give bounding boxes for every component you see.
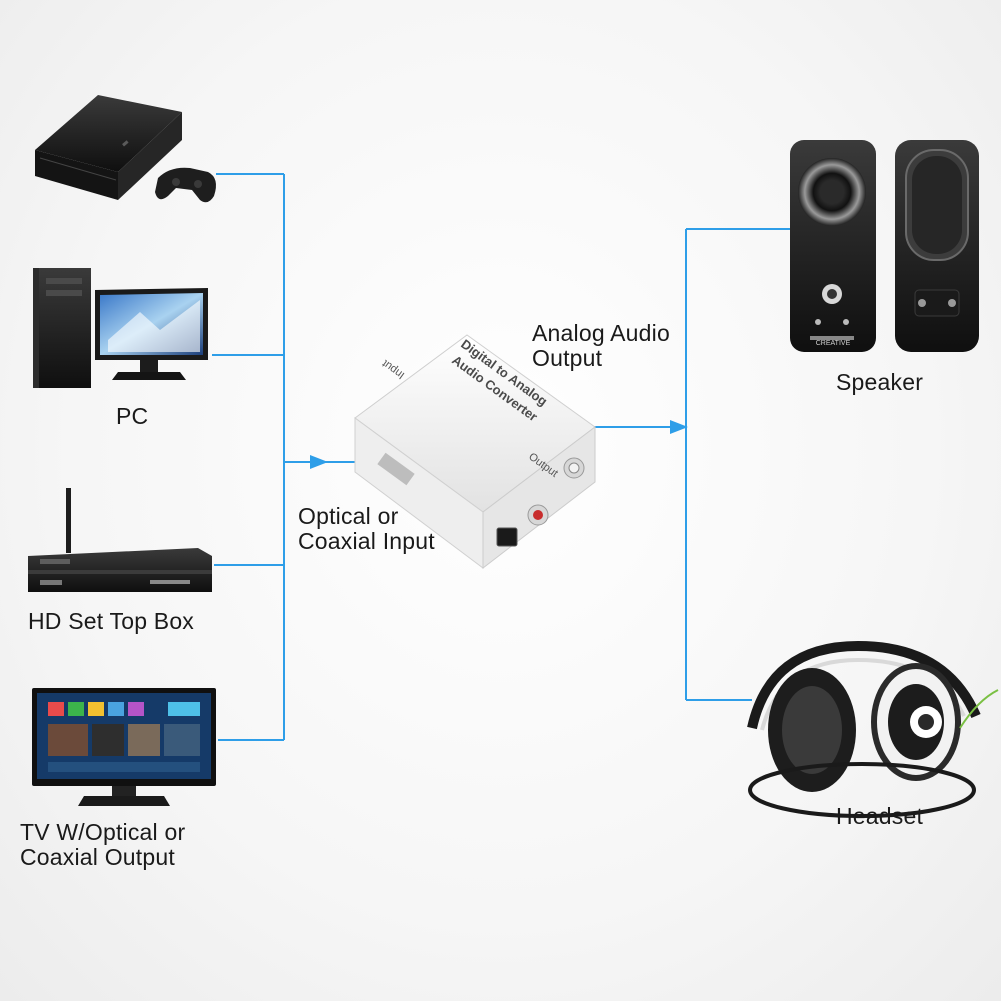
game-console-icon [35, 95, 182, 200]
converter-input-label: Input [380, 357, 407, 381]
speaker-label: Speaker [836, 370, 923, 395]
headset-label-line: Headset [836, 803, 924, 829]
input-type-label-line-2: Coaxial Input [298, 528, 435, 554]
input-type-label-line-1: Optical or [298, 503, 399, 529]
output-type-label-line-2: Output [532, 345, 603, 371]
set-top-box-label: HD Set Top Box [28, 609, 194, 634]
gamepad-icon [155, 167, 216, 203]
arrow-icon [670, 420, 688, 434]
headset-label: Headset [836, 804, 923, 829]
converter-icon [354, 334, 596, 570]
monitor-icon [95, 288, 208, 380]
headset-icon [747, 640, 999, 818]
speaker-label-line: Speaker [836, 369, 924, 395]
arrow-icon [310, 455, 328, 469]
tv-label-line-2: Coaxial Output [20, 844, 175, 870]
pc-label: PC [116, 404, 148, 429]
tv-label-line-1: TV W/Optical or [20, 819, 186, 845]
set-top-box-label-line: HD Set Top Box [28, 608, 195, 634]
output-type-label-line-1: Analog Audio [532, 320, 670, 346]
speaker-icon [790, 140, 979, 352]
input-type-label: Optical or Coaxial Input [298, 504, 435, 554]
set-top-box-icon [28, 488, 212, 592]
speaker-brand: CREATIVE [816, 340, 851, 347]
tv-label: TV W/Optical or Coaxial Output [20, 820, 185, 870]
output-type-label: Analog Audio Output [532, 321, 670, 371]
tv-icon [32, 688, 216, 806]
pc-tower-icon [33, 268, 91, 388]
pc-label-line: PC [116, 403, 149, 429]
